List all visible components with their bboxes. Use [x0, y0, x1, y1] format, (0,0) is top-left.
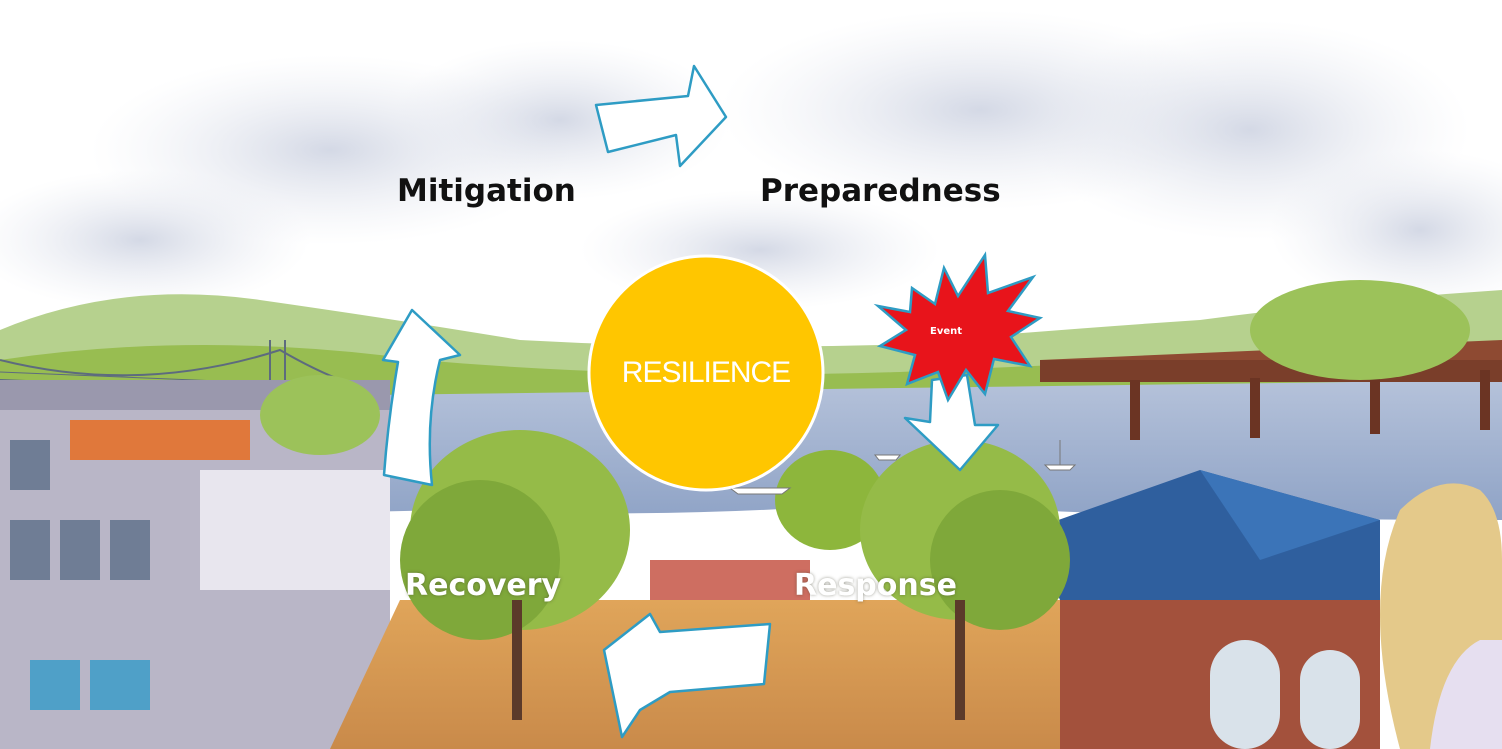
- arrow-event-to-response: [903, 373, 1000, 472]
- left-building: [0, 380, 390, 749]
- stage-label-mitigation: Mitigation: [397, 173, 576, 209]
- woman-figure: [1380, 483, 1502, 749]
- stage-label-recovery: Recovery: [405, 568, 562, 603]
- trees: [260, 280, 1470, 720]
- arrow-mitigation-to-preparedness: [594, 64, 728, 168]
- stage-label-preparedness: Preparedness: [760, 173, 1001, 209]
- arrow-response-to-recovery: [602, 612, 772, 739]
- cycle-arrows: [381, 64, 1000, 739]
- event-label: Event: [930, 326, 963, 337]
- resilience-label: RESILIENCE: [621, 356, 791, 389]
- boats: [728, 440, 1077, 495]
- right-building: [1030, 470, 1380, 749]
- stage-label-response: Response: [794, 568, 957, 603]
- arrow-recovery-to-mitigation: [381, 308, 462, 487]
- resilience-circle: [587, 254, 825, 492]
- event-burst-icon: [873, 251, 1044, 403]
